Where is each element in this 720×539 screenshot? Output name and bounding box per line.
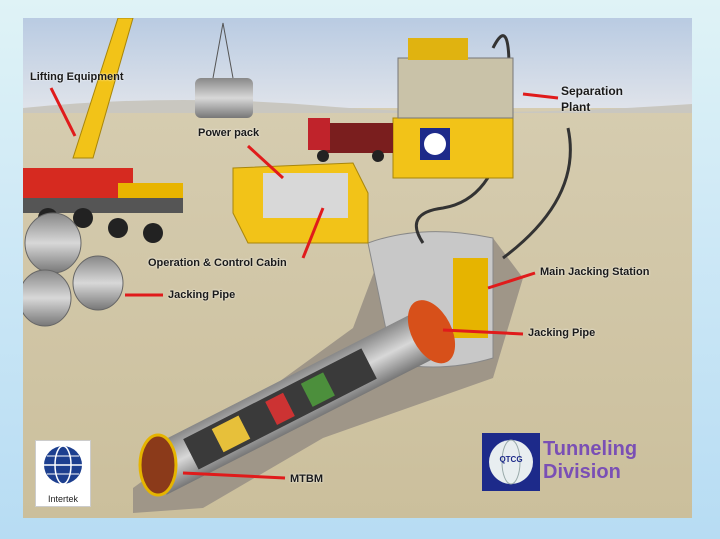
mtbm-cutter-head	[138, 433, 178, 497]
suspended-pipe	[195, 78, 253, 118]
stacked-jacking-pipes	[23, 212, 124, 327]
division-line2: Division	[543, 461, 621, 483]
sky	[23, 18, 692, 108]
arrow-separation-plant	[522, 92, 559, 100]
label-main-jacking-station: Main Jacking Station	[540, 266, 650, 278]
globe-icon	[44, 445, 82, 485]
tunneling-division-title: Tunneling Division	[543, 438, 637, 484]
power-pack-container	[232, 162, 369, 244]
label-mtbm: MTBM	[290, 473, 323, 485]
label-jacking-pipe-left: Jacking Pipe	[168, 289, 236, 301]
qtcg-logo: QTCG	[482, 433, 540, 491]
label-separation-plant-line1: Separation	[561, 84, 624, 98]
tunneling-scene-illustration	[23, 18, 692, 518]
qtcg-globe-icon	[489, 439, 533, 485]
qtcg-logo-text: QTCG	[499, 455, 523, 464]
label-power-pack: Power pack	[198, 127, 260, 139]
label-arrows	[49, 87, 559, 480]
tunnel-pipe-line	[143, 300, 456, 495]
arrow-mtbm	[182, 471, 286, 480]
crane-cable	[212, 22, 234, 79]
label-separation-plant-line2: Plant	[561, 100, 591, 114]
separation-plant	[392, 38, 514, 179]
arrow-main-jacking-station	[487, 271, 536, 290]
division-line1: Tunneling	[543, 438, 638, 460]
label-jacking-pipe-right: Jacking Pipe	[528, 327, 596, 339]
horizon-hills	[23, 99, 692, 113]
jacking-ring	[407, 300, 456, 364]
crane	[23, 18, 183, 243]
arrow-power-pack	[246, 144, 285, 180]
label-lifting-equipment: Lifting Equipment	[30, 71, 124, 83]
truck	[308, 118, 393, 162]
arrow-operation-cabin	[301, 207, 325, 259]
arrow-lifting-equipment	[49, 87, 77, 137]
label-operation-control-cabin: Operation & Control Cabin	[148, 257, 287, 269]
arrow-jacking-pipe-right	[442, 328, 524, 336]
intertek-logo: Intertek	[35, 440, 91, 507]
intertek-logo-text: Intertek	[47, 494, 78, 504]
